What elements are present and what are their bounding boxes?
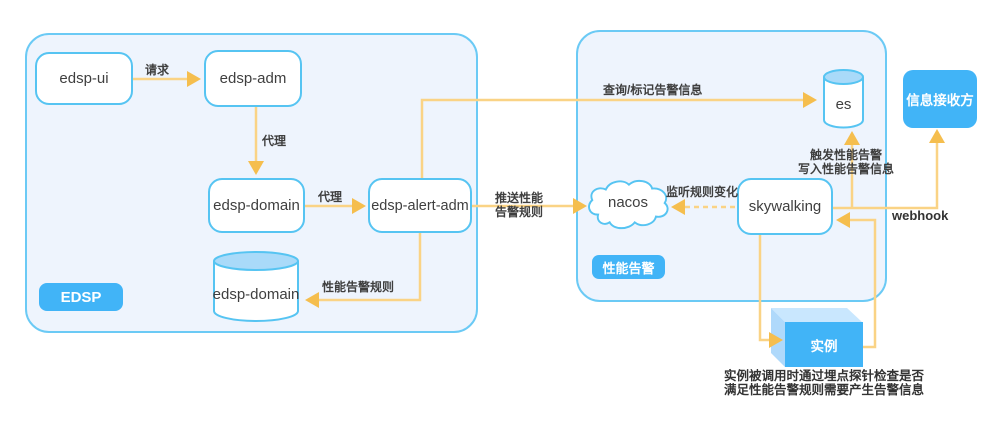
node-instance: 实例 <box>768 304 866 370</box>
edge-label-trigger-write: 触发性能告警 写入性能告警信息 <box>798 148 895 176</box>
edge-label-proxy-right: 代理 <box>318 190 343 204</box>
edge-label-trigger-line2: 写入性能告警信息 <box>798 161 895 176</box>
instance-note: 实例被调用时通过埋点探针检查是否 满足性能告警规则需要产生告警信息 <box>724 369 925 398</box>
es-label: es <box>835 96 852 113</box>
edsp-domain-db-label: edsp-domain <box>212 286 300 303</box>
cloud-icon <box>588 179 669 230</box>
edge-label-query-mark: 查询/标记告警信息 <box>603 83 703 97</box>
node-receiver: 信息接收方 <box>903 70 977 128</box>
edge-label-push-line1: 推送性能 <box>495 191 544 205</box>
edge-label-listen: 监听规则变化 <box>666 185 739 199</box>
node-edsp-domain-db: edsp-domain <box>212 250 300 323</box>
instance-label: 实例 <box>810 338 838 354</box>
nacos-label: nacos <box>607 194 649 211</box>
edge-label-webhook: webhook <box>892 208 949 223</box>
node-edsp-alert-adm: edsp-alert-adm <box>368 178 472 233</box>
perf-alert-group-badge: 性能告警 <box>592 255 665 279</box>
node-edsp-adm: edsp-adm <box>204 50 302 107</box>
node-es: es <box>822 68 865 130</box>
edge-label-trigger-line1: 触发性能告警 <box>809 148 882 162</box>
edge-label-push-line2: 告警规则 <box>495 205 544 219</box>
instance-note-line2: 满足性能告警规则需要产生告警信息 <box>724 382 925 397</box>
edge-label-push-rules: 推送性能 告警规则 <box>495 191 543 219</box>
edge-label-proxy-down: 代理 <box>262 134 287 148</box>
database-icon <box>823 69 864 129</box>
edsp-group-badge: EDSP <box>39 283 123 311</box>
node-edsp-ui: edsp-ui <box>35 52 133 105</box>
node-skywalking: skywalking <box>737 178 833 235</box>
edge-label-request: 请求 <box>145 63 170 77</box>
node-edsp-domain: edsp-domain <box>208 178 305 233</box>
edge-label-perf-rules: 性能告警规则 <box>322 280 395 294</box>
node-nacos: nacos <box>584 176 672 232</box>
instance-note-line1: 实例被调用时通过埋点探针检查是否 <box>724 369 925 383</box>
database-icon <box>213 251 299 322</box>
